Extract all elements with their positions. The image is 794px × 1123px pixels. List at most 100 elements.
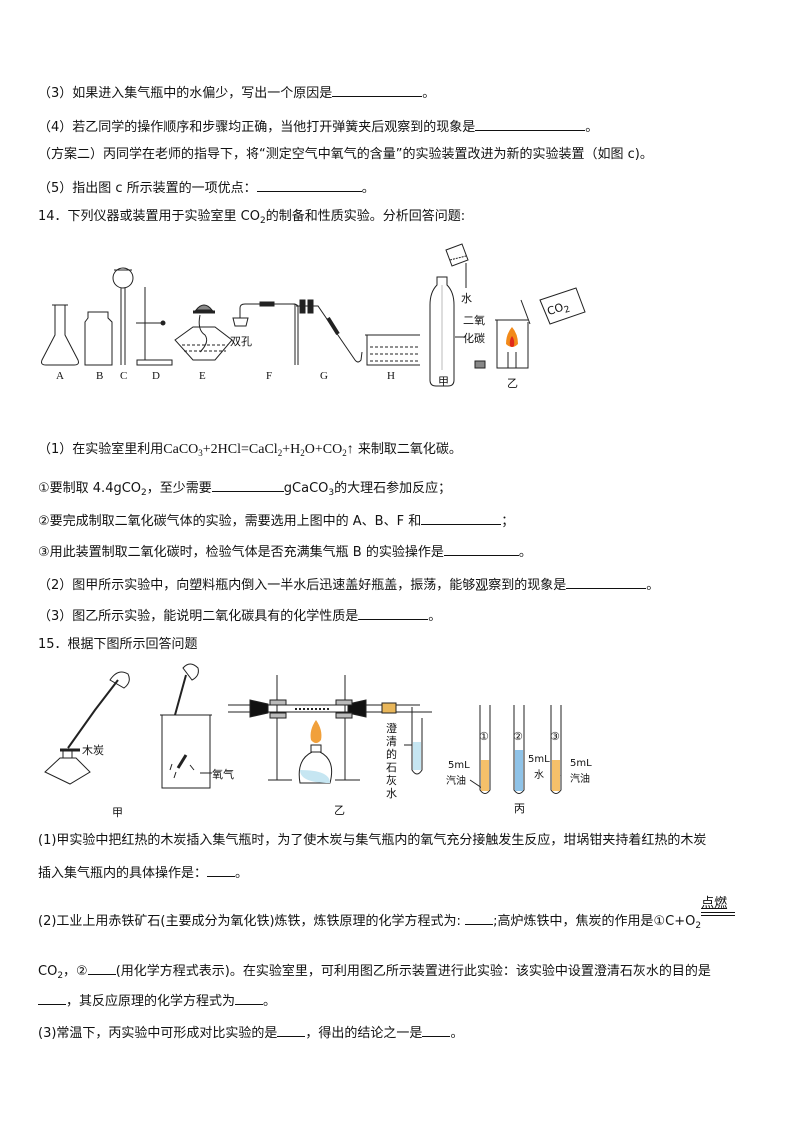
double-equals	[701, 912, 736, 916]
label-co2-1: 二氧	[463, 314, 485, 327]
answer-blank[interactable]	[358, 605, 429, 620]
answer-blank[interactable]	[256, 177, 362, 192]
apparatus-drawing	[41, 243, 586, 591]
q14-p1: （1）在实验室里利用CaCO3+2HCl=CaCl2+H2O+CO2↑ 来制取二…	[38, 441, 462, 459]
subscript: 2	[141, 488, 147, 498]
char: 澄	[386, 722, 397, 735]
label-C: C	[120, 370, 128, 382]
label-jia: 甲	[438, 375, 449, 388]
q13-item4-suffix: 。	[585, 120, 599, 135]
q14-p1-suffix: 来制取二氧化碳。	[357, 442, 462, 457]
p3-b: ，得出的结论之一是	[305, 1026, 423, 1041]
char: 的	[386, 748, 397, 761]
subscript: 2	[342, 448, 347, 458]
tube2-liquid	[515, 750, 523, 791]
p3-text: （3）图乙所示实验，能说明二氧化碳具有的化学性质是	[38, 609, 359, 624]
tube3-liquid-label: 汽油	[570, 774, 590, 785]
label-yi: 乙	[507, 377, 518, 390]
q14-s3: ③用此装置制取二氧化碳时，检验气体是否充满集气瓶 B 的实验操作是 。	[38, 541, 532, 562]
q13-item5-suffix: 。	[361, 181, 375, 196]
q14-stem: 14．下列仪器或装置用于实验室里 CO2的制备和性质实验。分析回答问题:	[38, 208, 465, 226]
p2-suffix: 。	[646, 578, 660, 593]
eq-part: +H	[282, 442, 301, 457]
label-F: F	[266, 370, 273, 382]
q13-plan2: （方案二）丙同学在老师的指导下，将“测定空气中氧气的含量”的实验装置改进为新的实…	[38, 147, 653, 162]
p2-b: ;高炉炼铁中，焦炭的作用是①C+O	[493, 914, 696, 929]
s2-suffix: ；	[501, 514, 515, 529]
q14-s2: ②要完成制取二氧化碳气体的实验，需要选用上图中的 A、B、F 和 ；	[38, 510, 514, 531]
equation: CaCO3+2HCl=CaCl2+H2O+CO2↑	[163, 442, 353, 458]
label-A: A	[56, 370, 64, 382]
s1-d: 的大理石参加反应；	[334, 481, 452, 496]
p2-c: (用化学方程式表示)。在实验室里，可利用图乙所示装置进行此实验：该实验中设置澄清…	[115, 964, 711, 979]
label-G: G	[320, 370, 328, 382]
p2-a: (2)工业上用赤铁矿石(主要成分为氧化铁)炼铁，炼铁原理的化学方程式为:	[38, 914, 466, 929]
p2-line3-a: ，其反应原理的化学方程式为	[66, 994, 236, 1009]
q13-item4: （4）若乙同学的操作顺序和步骤均正确，当他打开弹簧夹后观察到的现象是。	[38, 116, 598, 137]
q14-stem-a: 14．下列仪器或装置用于实验室里 CO	[38, 209, 260, 224]
q14-stem-b: 的制备和性质实验。分析回答问题:	[265, 209, 466, 224]
answer-blank[interactable]	[38, 990, 66, 1005]
s1-c: gCaCO	[283, 481, 329, 496]
label-water: 水	[461, 292, 472, 305]
answer-blank[interactable]	[465, 910, 494, 925]
label-E: E	[199, 370, 206, 382]
answer-blank[interactable]	[207, 862, 236, 877]
q14-p3: （3）图乙所示实验，能说明二氧化碳具有的化学性质是 。	[38, 605, 441, 626]
subscript: 3	[328, 488, 335, 498]
label-co2-2: 化碳	[463, 332, 485, 345]
tube1-liquid-label: 汽油	[446, 776, 466, 787]
tube3-num: ③	[550, 730, 560, 743]
s3-text: ③用此装置制取二氧化碳时，检验气体是否充满集气瓶 B 的实验操作是	[38, 545, 444, 560]
label-shuangkong: 双孔	[230, 335, 252, 348]
answer-blank[interactable]	[87, 960, 116, 975]
label-limewater: 澄 清 的 石 灰 水	[386, 722, 398, 800]
char: 水	[386, 787, 397, 800]
p2-text: （2）图甲所示实验中，向塑料瓶内倒入一半水后迅速盖好瓶盖，振荡，能够观察到的现象…	[38, 578, 567, 593]
q15-p1-line2: 插入集气瓶内的具体操作是：。	[38, 862, 248, 883]
condition-text: 点燃	[701, 896, 728, 911]
q13-item5: （5）指出图 c 所示装置的一项优点：。	[38, 177, 375, 198]
label-jia: 甲	[112, 806, 123, 819]
q15-p3: (3)常温下，丙实验中可形成对比实验的是 ，得出的结论之一是 。	[38, 1022, 463, 1043]
s2-text: ②要完成制取二氧化碳气体的实验，需要选用上图中的 A、B、F 和	[38, 514, 422, 529]
apparatus-drawing-15	[44, 663, 562, 794]
p3-suffix: 。	[428, 609, 442, 624]
p1-text: 插入集气瓶内的具体操作是：	[38, 866, 208, 881]
q13-item3-text: （3）如果进入集气瓶中的水偏少，写出一个原因是	[38, 86, 333, 101]
q15-p2-line2: CO2，② (用化学方程式表示)。在实验室里，可利用图乙所示装置进行此实验：该实验…	[38, 960, 711, 981]
answer-blank[interactable]	[421, 510, 502, 525]
label-charcoal: 木炭	[82, 744, 104, 757]
s3-suffix: 。	[518, 545, 532, 560]
answer-blank[interactable]	[277, 1022, 306, 1037]
q13-item3: （3）如果进入集气瓶中的水偏少，写出一个原因是 。	[38, 82, 435, 103]
p3-a: (3)常温下，丙实验中可形成对比实验的是	[38, 1026, 278, 1041]
label-oxygen: 氧气	[212, 768, 234, 781]
subscript: 2	[57, 971, 64, 981]
p3-c: 。	[450, 1026, 464, 1041]
answer-blank[interactable]	[422, 1022, 451, 1037]
q14-p1-prefix: （1）在实验室里利用	[38, 442, 164, 457]
q13-item3-suffix: 。	[422, 86, 436, 101]
subscript: 3	[198, 448, 203, 458]
eq-part: +2HCl=CaCl	[202, 442, 278, 457]
q14-apparatus-figure: A B C D E F G H 甲 乙 双孔 水 二氧 化碳 CO2	[0, 230, 794, 591]
q14-p2: （2）图甲所示实验中，向塑料瓶内倒入一半水后迅速盖好瓶盖，振荡，能够观察到的现象…	[38, 574, 659, 595]
answer-blank[interactable]	[475, 116, 586, 131]
answer-blank[interactable]	[211, 477, 284, 492]
char: 清	[386, 735, 397, 748]
reaction-condition: 点燃	[701, 896, 736, 925]
p2-circle2: ，②	[63, 964, 88, 979]
answer-blank[interactable]	[566, 574, 647, 589]
answer-blank[interactable]	[332, 82, 423, 97]
subscript: 2	[695, 921, 702, 931]
tube3-liquid	[552, 760, 560, 791]
label-H: H	[387, 370, 395, 382]
p2-co2: CO	[38, 964, 58, 979]
label-yi: 乙	[334, 804, 345, 817]
subscript: 2	[300, 448, 305, 458]
answer-blank[interactable]	[235, 990, 264, 1005]
tube2-num: ②	[513, 730, 523, 743]
answer-blank[interactable]	[443, 541, 519, 556]
p2-line3-b: 。	[263, 994, 277, 1009]
